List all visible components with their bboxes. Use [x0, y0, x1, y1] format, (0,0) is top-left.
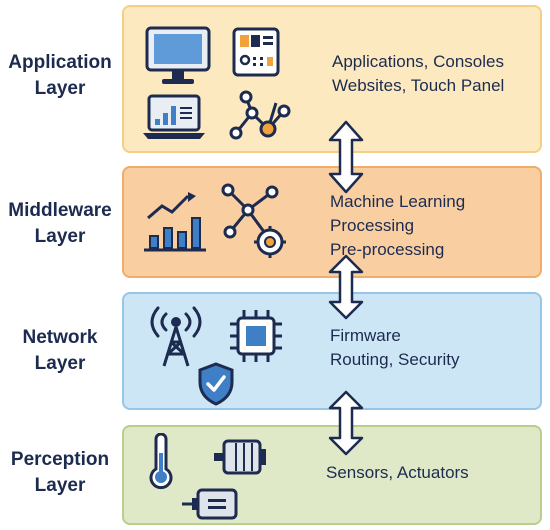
middleware-layer-items: Machine Learning Processing Pre-processi… [330, 190, 465, 262]
double-arrow-icon [328, 390, 364, 456]
bar-chart-trend-icon [144, 192, 206, 252]
double-arrow-icon [328, 254, 364, 320]
application-layer-title-line2: Layer [34, 78, 86, 99]
application-layer-label: Application Layer [0, 50, 120, 102]
middleware-layer-title-line2: Layer [34, 226, 86, 247]
middleware-layer-panel: Machine Learning Processing Pre-processi… [122, 166, 542, 278]
shield-check-icon [198, 362, 234, 406]
application-item-1: Applications, Consoles [332, 52, 504, 71]
application-layer-items: Applications, Consoles Websites, Touch P… [332, 50, 504, 98]
radio-tower-icon [150, 306, 202, 367]
network-gear-icon [221, 183, 286, 258]
network-item-1: Firmware [330, 326, 401, 345]
chip-icon [230, 310, 282, 362]
sensor-module-icon [182, 488, 238, 520]
middleware-layer-label: Middleware Layer [0, 198, 120, 250]
middleware-item-3: Pre-processing [330, 240, 445, 259]
middleware-item-1: Machine Learning [330, 192, 466, 211]
perception-layer-panel: Sensors, Actuators [122, 425, 542, 525]
desktop-monitor-icon [145, 26, 211, 84]
double-arrow-icon [328, 120, 364, 194]
application-layer-title-line1: Application [8, 52, 112, 73]
network-layer-items: Firmware Routing, Security [330, 324, 459, 372]
application-layer-panel: Applications, Consoles Websites, Touch P… [122, 5, 542, 153]
perception-layer-label: Perception Layer [0, 447, 120, 499]
thermometer-icon [149, 433, 173, 490]
application-item-2: Websites, Touch Panel [332, 76, 505, 95]
perception-layer-title-line2: Layer [34, 475, 86, 496]
network-layer-panel: Firmware Routing, Security [122, 292, 542, 410]
middleware-layer-title-line1: Middleware [8, 200, 112, 221]
perception-layer-title-line1: Perception [10, 449, 110, 470]
laptop-chart-icon [143, 94, 205, 139]
perception-layer-items: Sensors, Actuators [326, 461, 469, 485]
network-layer-title-line2: Layer [34, 353, 86, 374]
network-layer-title-line1: Network [22, 327, 98, 348]
network-item-2: Routing, Security [330, 350, 460, 369]
perception-item-1: Sensors, Actuators [326, 463, 469, 482]
network-layer-label: Network Layer [0, 325, 120, 377]
dashboard-panel-icon [232, 27, 280, 77]
node-graph-icon [229, 90, 291, 140]
middleware-item-2: Processing [330, 216, 415, 235]
motor-actuator-icon [214, 439, 266, 475]
